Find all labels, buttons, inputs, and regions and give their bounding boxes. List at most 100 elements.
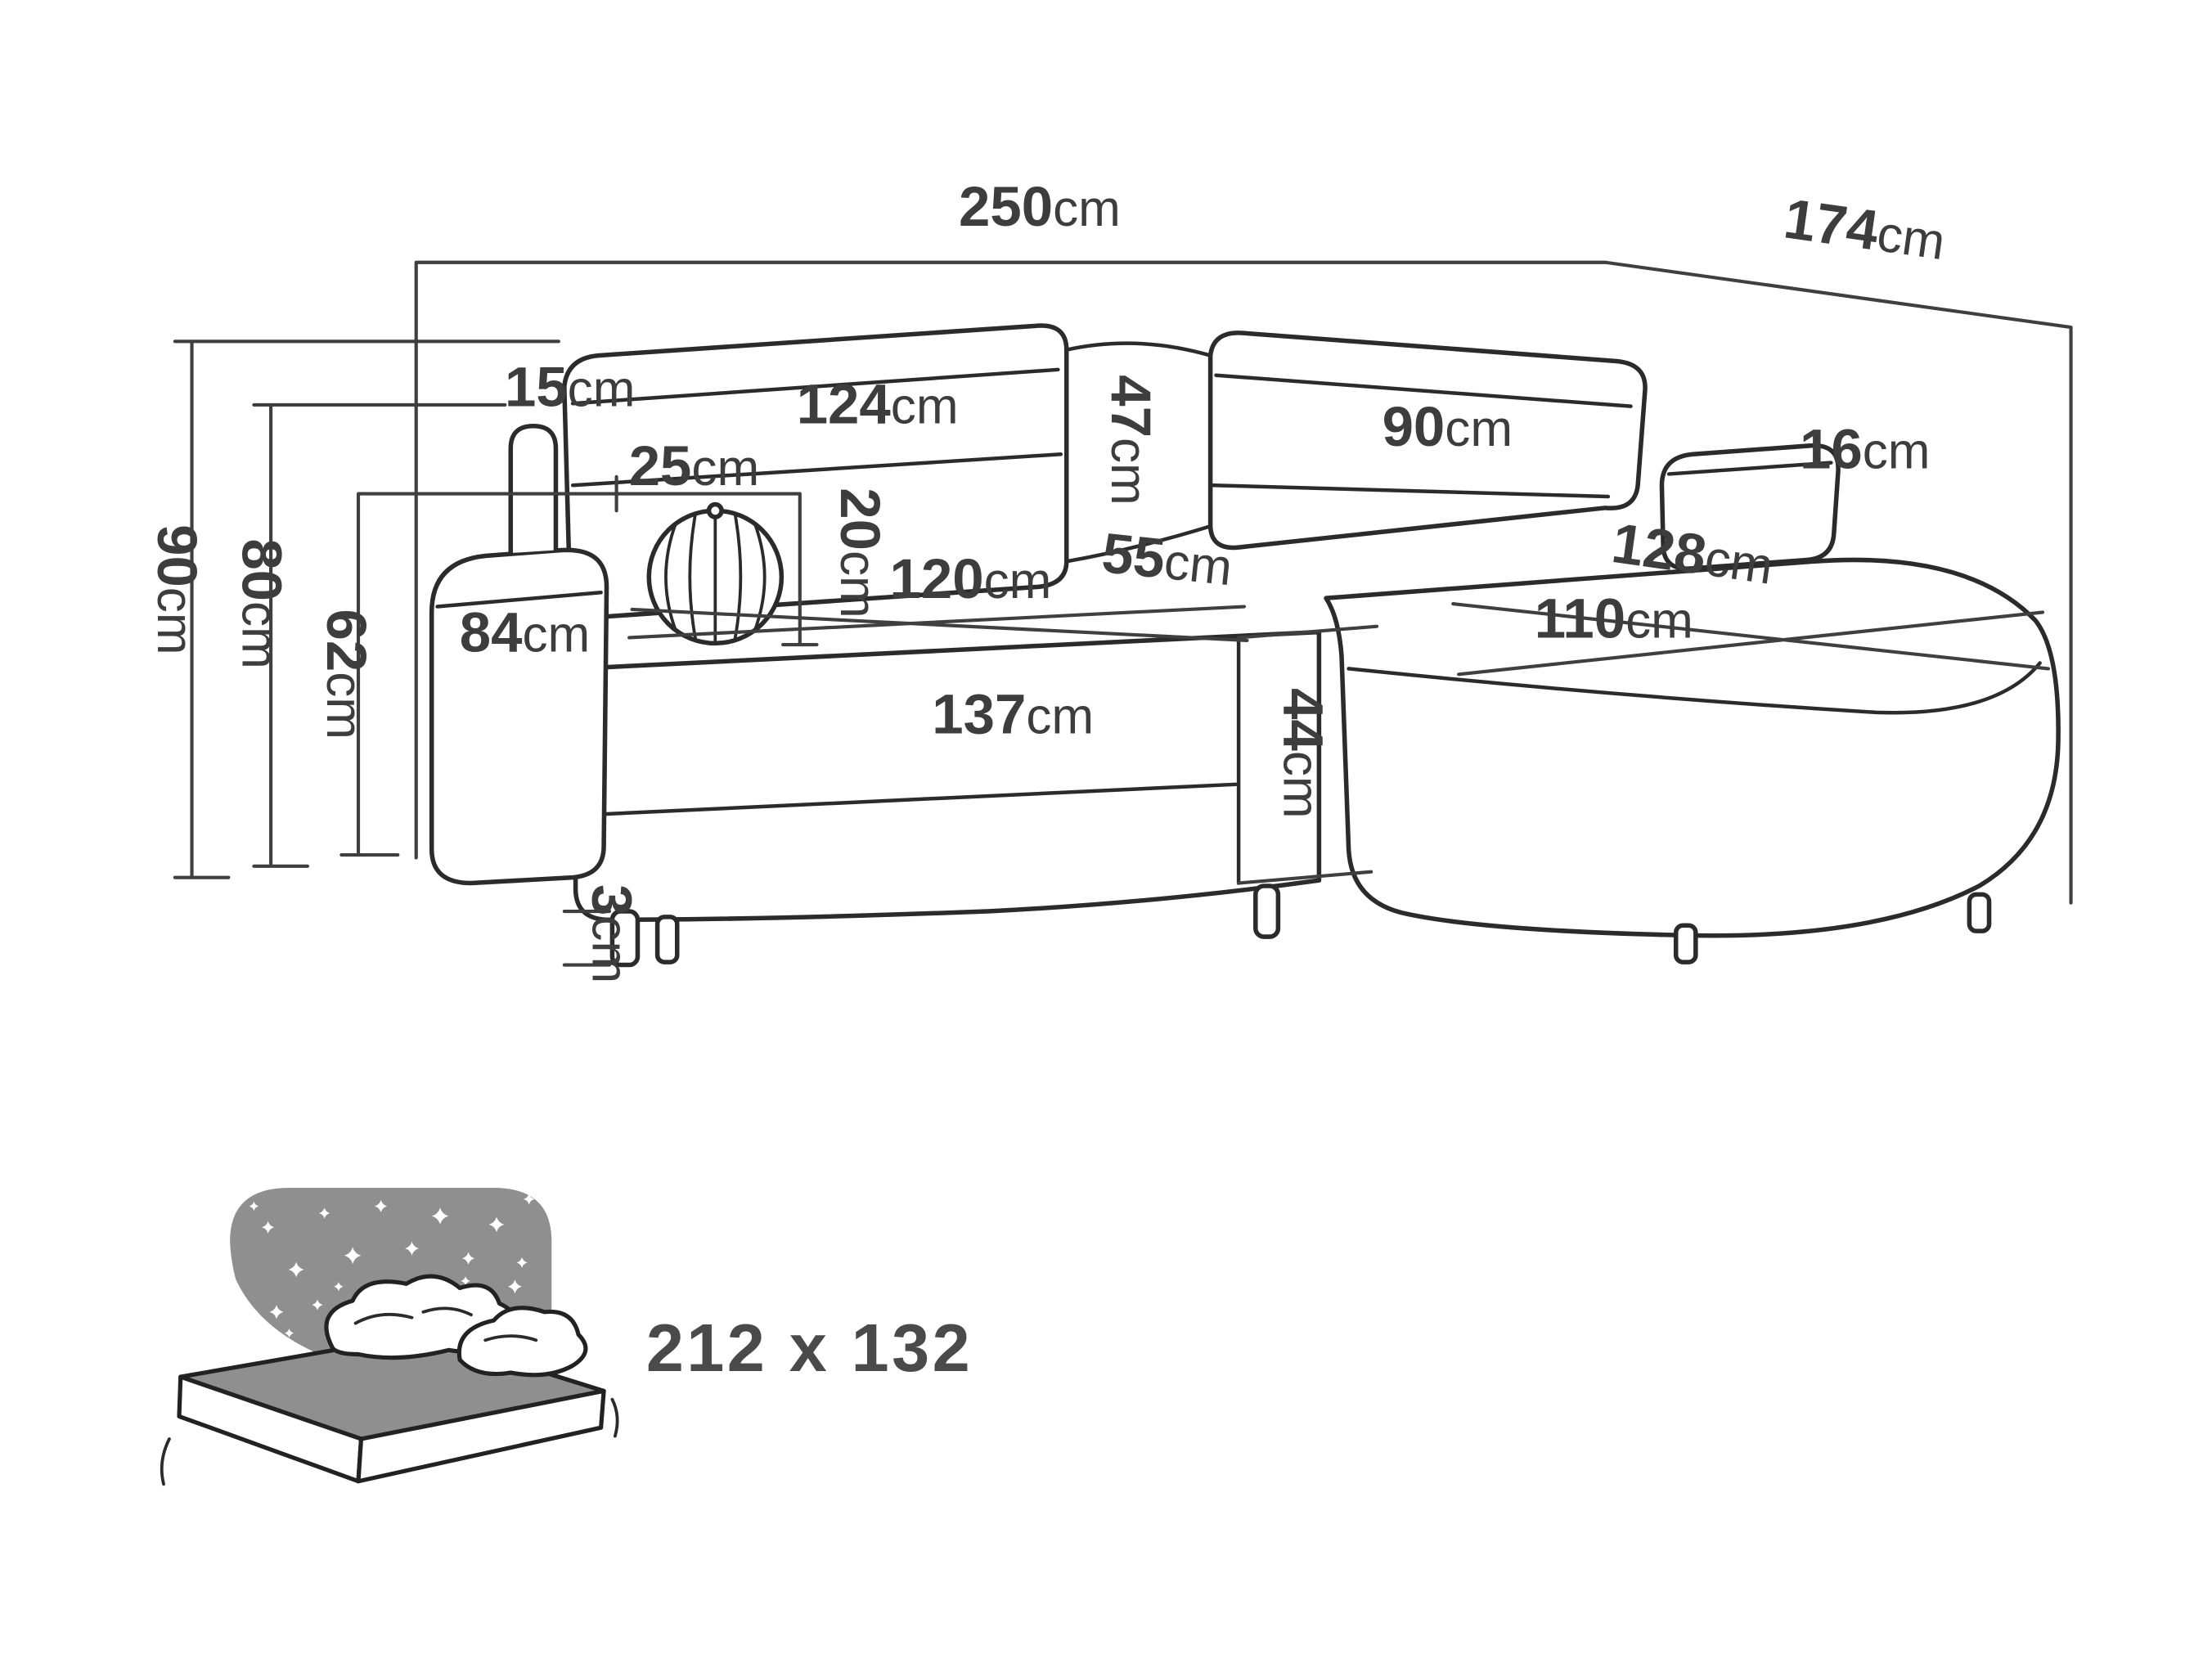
bed-pillow-right (456, 1306, 588, 1378)
dim-line-seat-cross (627, 605, 1249, 642)
dimension-lines (173, 260, 2073, 967)
label-chaise-width-value: 110 (1535, 587, 1625, 650)
bed-fold-mark-left (160, 1437, 171, 1486)
label-backrest-height-unit: cm (232, 601, 288, 669)
backrest-left-top-edge (570, 367, 1060, 406)
label-backrest-right-width: 90cm (1382, 395, 1513, 458)
label-seat-front-width-value: 137 (932, 683, 1026, 746)
backrest-right-top-edge (1214, 373, 1633, 408)
sofa-leg (1253, 883, 1281, 939)
label-right-armrest-width-value: 16 (1800, 418, 1863, 481)
label-total-depth-value: 174 (1780, 187, 1882, 262)
label-backrest-panel-height-unit: cm (1100, 438, 1157, 506)
seat-front-face (573, 629, 1322, 923)
label-seat-height-unit: cm (1272, 751, 1329, 819)
backrest-left-seam (570, 452, 1063, 488)
bed-mattress-front-right (356, 1388, 606, 1484)
label-backrest-left-width-unit: cm (891, 378, 959, 434)
label-backrest-left-width: 124cm (797, 372, 959, 435)
label-chaise-width-unit: cm (1625, 592, 1693, 649)
label-armrest-top-width-unit: cm (568, 362, 636, 418)
backrest-corner-bottom (1064, 524, 1212, 564)
bed-pillow-creases (353, 1306, 538, 1342)
label-armrest-height-unit: cm (316, 672, 372, 740)
left-armrest-top-edge (435, 591, 603, 609)
label-total-height: 90cm (146, 524, 209, 654)
backrest-right-seam (1211, 483, 1611, 499)
dim-line-height-62 (339, 492, 802, 857)
left-armrest-post (508, 424, 559, 555)
pillow-knot (706, 501, 724, 519)
label-total-width-unit: cm (1053, 181, 1121, 237)
label-armrest-height-value: 62 (315, 609, 378, 672)
label-armrest-depth: 84cm (460, 601, 590, 664)
sofa-leg (654, 915, 680, 964)
label-pillow-width: 25cm (629, 434, 759, 497)
label-armrest-top-width: 15cm (505, 356, 635, 419)
label-backrest-height-value: 80 (231, 538, 294, 601)
dim-line-total-depth (1603, 260, 2073, 905)
dim-line-seat-height (1237, 624, 1379, 885)
dimension-labels: 250cm 174cm 90cm 80cm 62cm 15cm 124cm 47… (146, 175, 1949, 983)
label-backrest-right-width-value: 90 (1382, 395, 1445, 458)
label-leg-height-unit: cm (581, 915, 637, 983)
label-armrest-height: 62cm (315, 609, 378, 740)
label-pillow-width-unit: cm (691, 440, 759, 497)
sleeping-function-icon (160, 1188, 619, 1486)
dim-line-height-80 (252, 402, 507, 868)
dim-line-height-90 (173, 339, 560, 879)
label-seat-depth: 55cm (1099, 521, 1236, 597)
sofa-drawing (429, 323, 2061, 968)
label-pillow-height: 20cm (829, 488, 892, 618)
label-pillow-height-unit: cm (830, 551, 886, 618)
label-seat-front-width-unit: cm (1026, 689, 1094, 745)
label-seat-depth-unit: cm (1162, 533, 1235, 596)
dim-line-total-width (414, 260, 1607, 860)
left-armrest-body (429, 547, 609, 886)
label-right-armrest-width-unit: cm (1863, 424, 1931, 480)
label-armrest-top-width-value: 15 (505, 356, 568, 419)
label-seat-depth-value: 55 (1099, 521, 1168, 591)
label-seat-width-unit: cm (984, 553, 1052, 609)
label-chaise-width: 110cm (1535, 587, 1693, 650)
backrest-corner-top (1064, 341, 1212, 357)
dim-line-leg-height (562, 909, 612, 967)
chaise-body (1324, 557, 2061, 938)
label-leg-height-value: 3 (580, 884, 643, 915)
label-total-depth-unit: cm (1873, 205, 1949, 271)
sofa-leg (609, 909, 641, 968)
label-pillow-height-value: 20 (829, 488, 892, 551)
label-armrest-depth-value: 84 (460, 601, 523, 664)
pillow-ribs (664, 509, 767, 645)
label-total-width-value: 250 (959, 175, 1053, 238)
dim-line-chaise-cross (1451, 602, 2051, 677)
label-chaise-length-value: 128 (1608, 511, 1711, 587)
label-total-depth: 174cm (1780, 187, 1949, 272)
sofa-leg (1967, 892, 1992, 933)
label-backrest-right-width-unit: cm (1445, 401, 1513, 457)
label-backrest-panel-height: 47cm (1099, 375, 1162, 505)
label-total-width: 250cm (959, 175, 1121, 238)
label-right-armrest-width: 16cm (1800, 418, 1930, 481)
sofa-legs (609, 883, 1992, 968)
label-backrest-height: 80cm (231, 538, 294, 668)
label-pillow-width-value: 25 (629, 434, 692, 497)
seat-front-seam-horizontal (573, 782, 1238, 817)
label-total-height-value: 90 (146, 524, 209, 587)
label-chaise-length: 128cm (1608, 511, 1778, 596)
label-seat-width: 120cm (890, 547, 1052, 610)
label-seat-front-width: 137cm (932, 683, 1094, 746)
label-seat-height: 44cm (1271, 688, 1334, 818)
bed-headboard-crescent (217, 1227, 313, 1353)
label-total-height-unit: cm (146, 587, 203, 655)
label-leg-height: 3cm (580, 884, 643, 983)
right-armrest (1659, 443, 1841, 571)
bed-fold-mark-right (610, 1397, 619, 1438)
right-armrest-edge (1666, 461, 1833, 476)
chaise-front-edge (1347, 661, 2042, 715)
label-chaise-length-unit: cm (1702, 530, 1777, 596)
label-backrest-panel-height-value: 47 (1099, 375, 1162, 438)
label-seat-height-value: 44 (1271, 688, 1334, 751)
